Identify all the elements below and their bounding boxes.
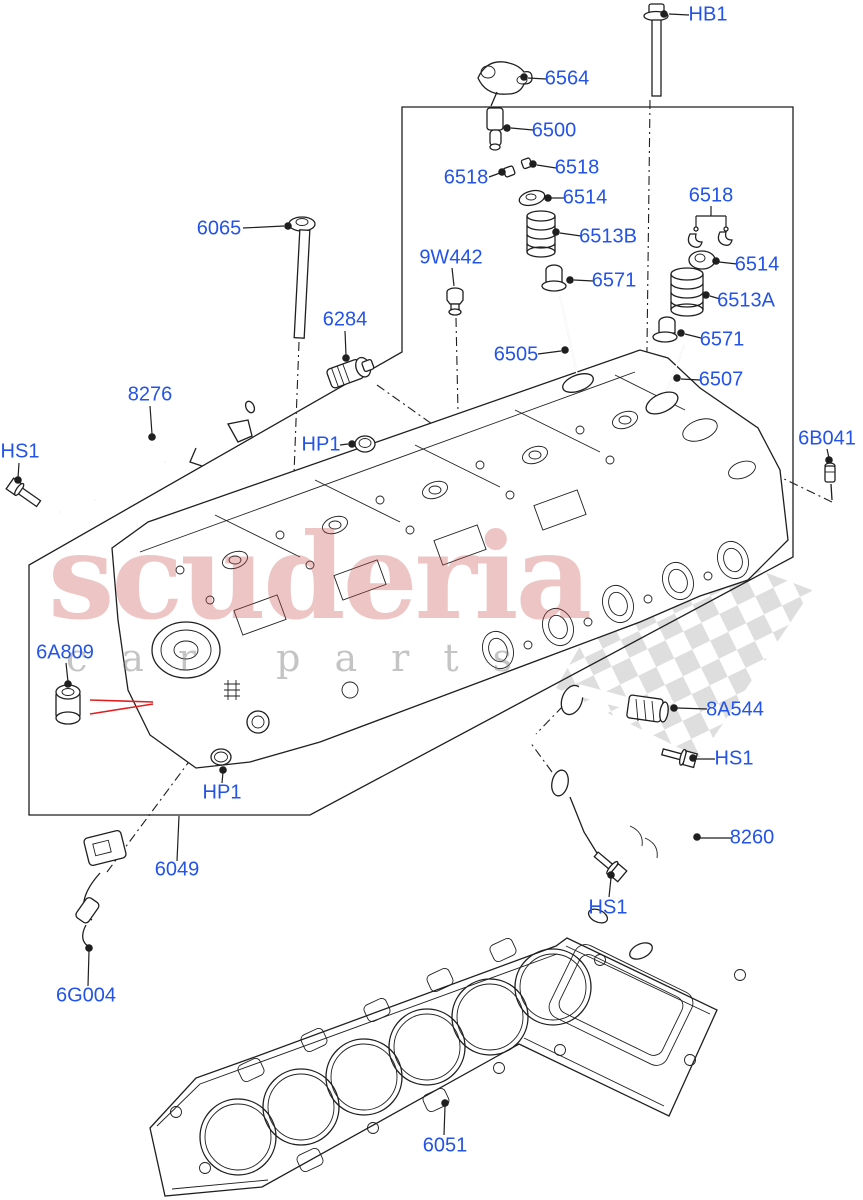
part-label-6500: 6500 (531, 119, 577, 142)
valve-collets-6518-exhaust (687, 226, 733, 248)
coolant-hose-8260 (551, 769, 670, 960)
part-label-hs1-breather: HS1 (0, 440, 40, 463)
part-label-9w442: 9W442 (419, 246, 483, 269)
part-label-6514-exhaust: 6514 (734, 253, 780, 276)
part-label-6571-exhaust: 6571 (699, 328, 745, 351)
part-label-hs1-hose: HS1 (588, 896, 628, 919)
part-label-6571-intake: 6571 (591, 269, 637, 292)
part-label-8276: 8276 (127, 383, 173, 406)
part-label-6514-intake: 6514 (562, 186, 608, 209)
cylinder-head-drawing (111, 349, 789, 769)
part-label-6518-b: 6518 (554, 156, 600, 179)
valve-collets-6518-intake (502, 157, 533, 178)
valve-6284 (326, 356, 375, 389)
part-label-6284: 6284 (322, 308, 368, 331)
rocker-arm-6564 (477, 61, 533, 107)
part-label-6505: 6505 (493, 343, 539, 366)
bolt-hs1-breather (5, 477, 42, 508)
spring-retainer-6514-intake (518, 189, 546, 207)
head-bolt-hb1 (643, 3, 669, 97)
bushing-6a809 (55, 684, 81, 725)
part-label-hs1-outlet: HS1 (714, 747, 754, 770)
plug-hp1-top (354, 435, 376, 453)
bolt-6065 (288, 216, 316, 339)
part-label-hp1-top: HP1 (301, 433, 341, 456)
valve-spring-6513b (526, 210, 556, 258)
assembly-box-outline (28, 106, 794, 816)
part-label-6564: 6564 (544, 67, 590, 90)
part-label-6065: 6065 (196, 217, 242, 240)
valve-seal-6571-exhaust (652, 316, 678, 343)
breather-tube-8276 (30, 400, 256, 525)
part-label-6b041: 6B041 (798, 427, 856, 450)
lash-adjuster-6500 (486, 107, 504, 151)
part-label-hp1-bottom: HP1 (202, 781, 242, 804)
plug-9w442 (446, 287, 464, 316)
part-label-6a809: 6A809 (36, 641, 94, 664)
part-label-6513b: 6513B (579, 225, 637, 248)
part-label-6513a: 6513A (717, 289, 775, 312)
part-label-6518-c: 6518 (688, 184, 734, 207)
valve-spring-6513a (670, 267, 704, 317)
part-label-8a544: 8A544 (706, 698, 764, 721)
knock-sensor-6g004 (75, 830, 127, 947)
part-label-6g004: 6G004 (55, 984, 117, 1007)
pointer-arrow-6a809 (89, 699, 154, 715)
water-outlet-8a544 (560, 684, 669, 723)
intake-valve-6505 (559, 295, 594, 393)
dowel-6b041 (824, 462, 836, 501)
part-label-6518-a: 6518 (443, 166, 489, 189)
exhaust-valve-6507 (645, 345, 685, 415)
seal-hp1-bottom (210, 748, 232, 766)
spring-retainer-6514-exhaust (688, 250, 716, 270)
valve-seal-6571-intake (541, 264, 567, 292)
part-label-6507: 6507 (698, 368, 744, 391)
part-label-hb1: HB1 (688, 3, 728, 26)
part-label-6051: 6051 (422, 1134, 468, 1157)
head-gasket-6051 (149, 937, 746, 1197)
part-label-6049: 6049 (154, 858, 200, 881)
leader-lines (14, 10, 833, 1136)
part-label-8260: 8260 (729, 826, 775, 849)
